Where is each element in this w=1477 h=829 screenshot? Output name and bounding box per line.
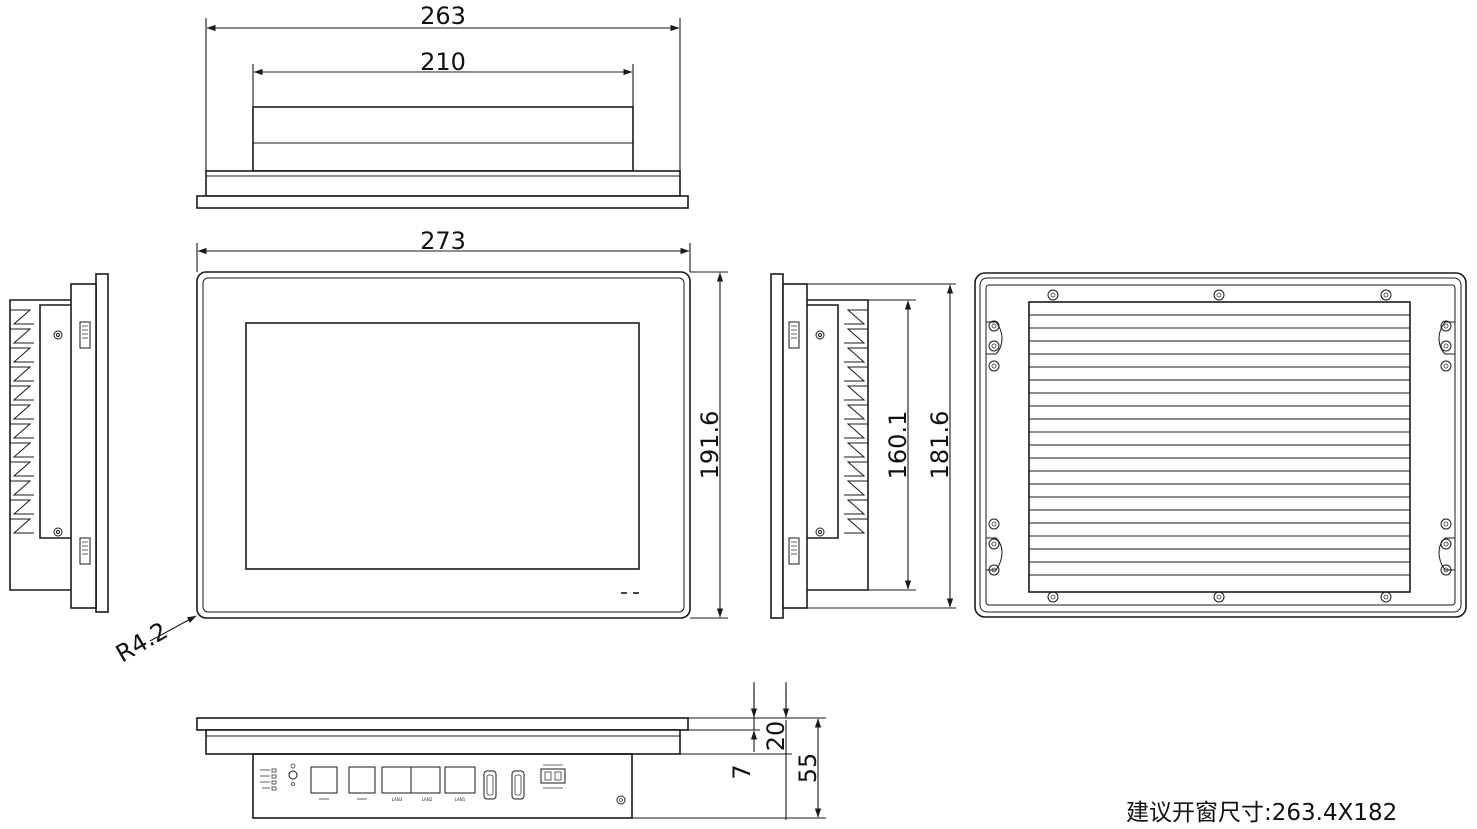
dim-191-label: 191.6: [696, 411, 724, 480]
fin: [10, 423, 34, 439]
fin: [844, 328, 868, 344]
screw-center: [1443, 521, 1449, 527]
fin: [10, 480, 34, 496]
screw-icon: [1047, 289, 1059, 301]
fin: [844, 499, 868, 515]
fin: [844, 461, 868, 477]
lan2-label: LAN2: [422, 797, 433, 802]
screw-center: [1443, 363, 1449, 369]
lan3-label: LAN3: [392, 797, 403, 802]
fin: [844, 423, 868, 439]
fin: [10, 461, 34, 477]
hdmi-port: [483, 770, 497, 800]
cutout-size-note: 建议开窗尺寸:263.4X182: [1126, 800, 1398, 826]
dim-20-label: 20: [762, 721, 790, 752]
dim-160-label: 160.1: [884, 411, 912, 480]
screw-icon: [1380, 591, 1392, 603]
dim-r42-label: R4.2: [111, 617, 172, 669]
screw-icon: [988, 340, 1000, 352]
screw-center: [1443, 343, 1449, 349]
status-led-block: [260, 768, 277, 791]
screw-center: [1383, 594, 1389, 600]
screw-icon: [988, 518, 1000, 530]
fin: [10, 366, 34, 382]
screw-center: [1216, 292, 1222, 298]
rear-screws: [988, 289, 1452, 603]
screw-center: [991, 541, 997, 547]
screw-center: [1443, 323, 1449, 329]
rear-view: [974, 272, 1467, 618]
usb-port-1: [310, 766, 338, 794]
dim-side-outer-height: 181.6: [807, 283, 956, 609]
fin: [10, 385, 34, 401]
dim-depths: 7 20 55: [632, 682, 826, 820]
lan1-label: LAN1: [455, 797, 466, 802]
display-port: [511, 770, 525, 800]
ground-screw-icon: [616, 795, 626, 805]
fin: [844, 442, 868, 458]
heatsink-fins-right: [844, 309, 868, 534]
screw-center: [991, 343, 997, 349]
screw-center: [991, 363, 997, 369]
dim-front-height: 191.6: [690, 271, 728, 619]
screw-center: [1050, 594, 1056, 600]
fin: [10, 328, 34, 344]
screw-center: [1443, 541, 1449, 547]
rear-heatsink-ribs: [1029, 314, 1410, 576]
fin: [10, 442, 34, 458]
fin: [844, 480, 868, 496]
screw-icon: [1440, 340, 1452, 352]
screw-center: [1216, 594, 1222, 600]
screw-icon: [1380, 289, 1392, 301]
dim-55-label: 55: [794, 753, 822, 784]
fin: [10, 499, 34, 515]
screw-icon: [988, 360, 1000, 372]
screw-icon: [988, 538, 1000, 550]
top-view: [196, 106, 689, 209]
screw-icon: [1047, 591, 1059, 603]
fin: [844, 518, 868, 534]
fin: [844, 309, 868, 325]
fin: [844, 366, 868, 382]
power-button-icon: [288, 770, 298, 780]
left-side-view: [9, 273, 109, 613]
fin: [10, 404, 34, 420]
dc-power-terminal: [540, 768, 566, 784]
fin: [10, 347, 34, 363]
dim-181-label: 181.6: [926, 411, 954, 480]
fin: [10, 518, 34, 534]
fin: [10, 309, 34, 325]
screw-center: [991, 323, 997, 329]
fin: [844, 347, 868, 363]
lan1-port: [444, 766, 476, 794]
dim-top-outer-width: 263: [205, 2, 681, 171]
fin: [844, 385, 868, 401]
right-side-view: [770, 273, 869, 619]
screw-icon: [1213, 289, 1225, 301]
screw-icon: [1440, 360, 1452, 372]
screw-center: [1050, 292, 1056, 298]
front-view: [196, 271, 691, 619]
screw-center: [1383, 292, 1389, 298]
screw-icon: [1213, 591, 1225, 603]
heatsink-fins-left: [10, 309, 34, 534]
dim-263-label: 263: [420, 2, 466, 30]
screw-icon: [1440, 320, 1452, 332]
dim-7-label: 7: [728, 764, 756, 779]
dim-front-width: 273: [196, 227, 691, 272]
dim-273-label: 273: [420, 227, 466, 255]
dim-side-inner-height: 160.1: [868, 299, 916, 591]
bottom-view: LAN3 LAN2 LAN1: [196, 717, 689, 819]
usb-port-2: [348, 766, 376, 794]
screw-center: [991, 521, 997, 527]
dim-210-label: 210: [420, 48, 466, 76]
dim-corner-radius: R4.2: [111, 615, 197, 669]
fin: [844, 404, 868, 420]
screw-icon: [1440, 518, 1452, 530]
dim-top-inner-width: 210: [252, 48, 634, 107]
